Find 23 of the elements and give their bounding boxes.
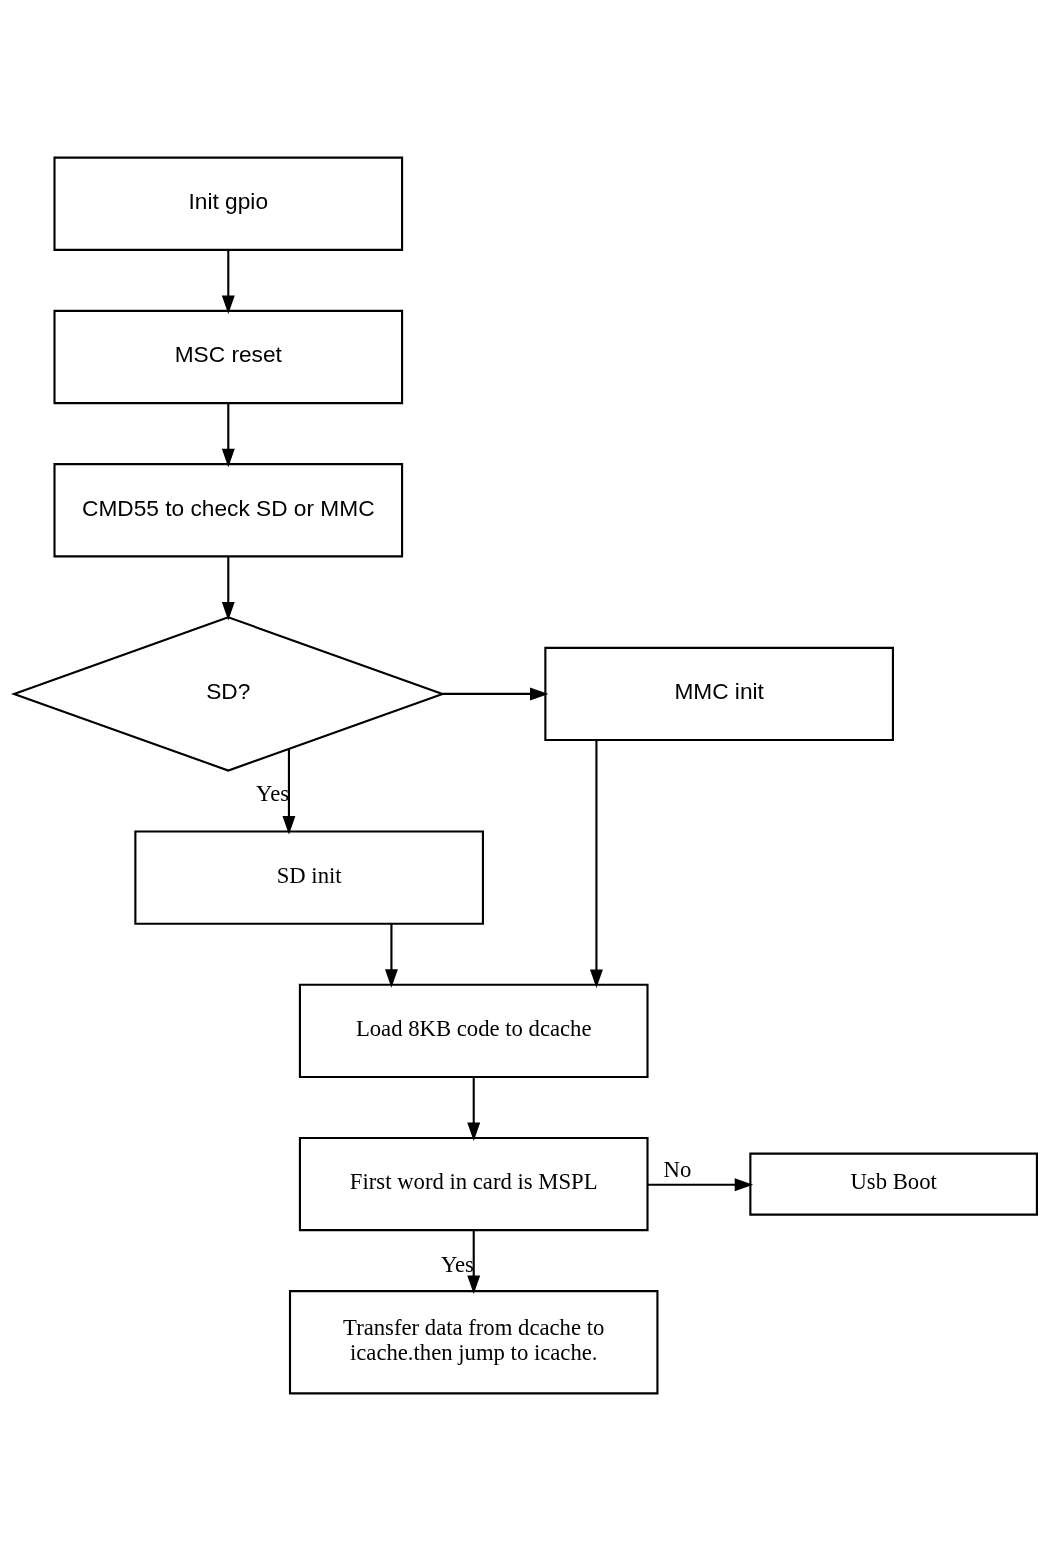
node-box: MMC init [544,646,894,741]
node-box: Usb Boot [749,1152,1038,1216]
node-box: Load 8KB code to dcache [298,983,649,1078]
node-box: SD init [134,829,484,925]
arrow [221,402,235,467]
arrow [589,739,603,988]
node-box: MSC reset [53,309,404,404]
edge-label: Yes [440,1251,474,1277]
node-box: Init gpio [53,156,404,251]
node-box: First word in card is MSPL [298,1136,649,1231]
node-diamond: SD? [10,615,446,772]
edge-label: Yes [256,780,290,806]
arrow [221,249,235,314]
arrow [467,1229,481,1294]
node-box: CMD55 to check SD or MMC [53,462,404,557]
arrow [384,923,398,988]
arrow [221,556,235,620]
node-box: Transfer data from dcache to icache.then jump to icache. [288,1289,659,1394]
arrow [442,686,549,700]
edge-label: No [663,1156,692,1182]
arrow [467,1076,481,1141]
arrow [647,1177,754,1191]
arrow [282,748,296,834]
